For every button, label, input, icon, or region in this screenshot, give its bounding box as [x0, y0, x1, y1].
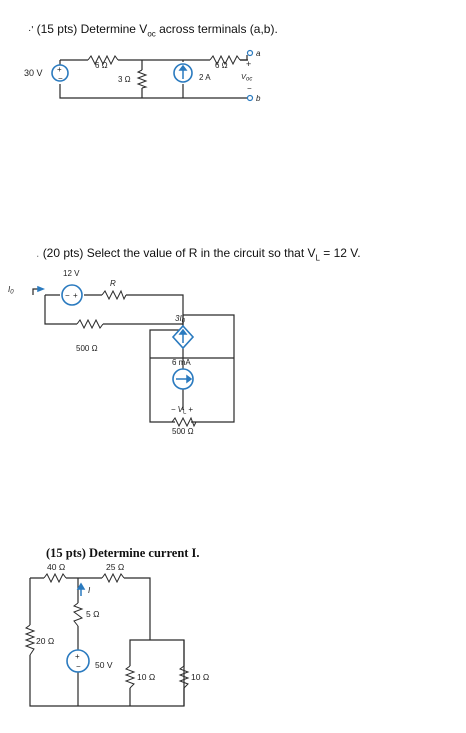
c1-src-minus: − [58, 74, 63, 83]
c2-resistor-r-icon [101, 289, 127, 301]
c1-r2-label: 3 Ω [118, 75, 131, 84]
c3-resistor-5-icon [72, 602, 84, 627]
problem-2-title-sub: L [315, 253, 320, 263]
c1-r3-label: 6 Ω [215, 61, 228, 70]
c2-r-label: R [110, 279, 116, 288]
c1-resistor-6ohm-b-icon [209, 54, 241, 66]
c3-r10b-label: 10 Ω [191, 672, 209, 682]
c3-resistor-25-icon [101, 572, 125, 584]
circuit-2: 12 V I0 − + R 500 Ω 3I0 6 mA −VL+ 500 Ω [8, 269, 235, 436]
c2-src-minus: − [65, 291, 70, 300]
problem-1-title: ·' (15 pts) Determine Voc across termina… [28, 22, 278, 38]
c3-voltage-source-icon [66, 649, 90, 673]
problem-2-marker: . [36, 246, 40, 260]
c1-source-i-label: 2 A [199, 73, 211, 82]
problem-2-title: . (20 pts) Select the value of R in the … [36, 246, 361, 262]
c2-src-plus: + [73, 291, 78, 300]
c2-wire-main [44, 294, 184, 410]
c2-io-label: I0 [8, 285, 14, 296]
problem-1-title-sub: oc [147, 29, 156, 39]
problem-1-title-rest: across terminals (a,b). [155, 22, 278, 36]
c2-dep-arrow-icon [178, 328, 188, 343]
problem-3-title: (15 pts) Determine current I. [46, 546, 200, 560]
problem-1-title-text: (15 pts) Determine V [36, 22, 148, 36]
c3-r5-label: 5 Ω [86, 609, 99, 619]
c3-resistor-10a-icon [124, 665, 136, 689]
c3-r40-label: 40 Ω [47, 562, 65, 572]
c2-wire-left-branch [149, 329, 234, 423]
problem-1-marker: ·' [28, 25, 34, 36]
c3-r20-label: 20 Ω [36, 636, 54, 646]
c3-r25-label: 25 Ω [106, 562, 124, 572]
c1-resistor-3ohm-icon [136, 69, 148, 89]
problem-2-title-rest: = 12 V. [319, 246, 361, 260]
c2-io-arrow-icon [37, 285, 46, 293]
c1-current-arrow-icon [178, 64, 188, 79]
c3-resistor-10b-icon [178, 665, 190, 689]
c3-current-label: I [88, 586, 91, 595]
c2-resistor-500a-icon [76, 318, 104, 330]
c2-resistor-500b-icon [171, 416, 197, 428]
c2-r500a-label: 500 Ω [76, 344, 98, 353]
c2-source-label: 12 V [63, 269, 80, 278]
c3-wire-right [129, 639, 185, 706]
c3-resistor-40-icon [43, 572, 67, 584]
circuit-1: + − 30 V 6 Ω 3 Ω 2 A 6 Ω a b + Voc − [24, 49, 261, 103]
c1-terminal-a-icon [246, 49, 254, 57]
c1-terminal-a-label: a [256, 49, 261, 58]
c1-voc-minus: − [247, 84, 252, 93]
c2-r500b-label: 500 Ω [172, 427, 194, 436]
c3-source-label: 50 V [95, 660, 113, 670]
c2-dep-label: 3I0 [175, 314, 186, 325]
c1-voc-label: Voc [241, 72, 252, 83]
circuit-3: 40 Ω 25 Ω I 5 Ω 20 Ω + − 50 V 10 Ω 10 Ω [24, 562, 209, 707]
c2-voltage-source-icon [61, 284, 83, 306]
c1-wire-main [59, 59, 248, 99]
c1-r1-label: 6 Ω [95, 61, 108, 70]
c1-src-plus: + [57, 65, 62, 74]
c3-src-minus: − [76, 662, 81, 671]
c2-isource-arrow-icon [176, 374, 193, 384]
c3-r10a-label: 10 Ω [137, 672, 155, 682]
c2-isource-label: 6 mA [172, 358, 191, 367]
c1-terminal-b-label: b [256, 94, 261, 103]
c3-current-arrow-icon [76, 582, 86, 596]
problem-2-title-text: (20 pts) Select the value of R in the ci… [42, 246, 316, 260]
c1-resistor-6ohm-a-icon [87, 54, 119, 66]
c1-terminal-b-icon [246, 94, 254, 102]
c1-voltage-source-icon [51, 64, 69, 82]
c1-source-label: 30 V [24, 68, 43, 78]
c3-resistor-20-icon [24, 624, 36, 656]
c3-src-plus: + [75, 652, 80, 661]
c1-voc-plus: + [246, 59, 251, 69]
c1-wire-term-a [240, 55, 248, 61]
c2-vl-label: −VL+ [171, 405, 193, 416]
